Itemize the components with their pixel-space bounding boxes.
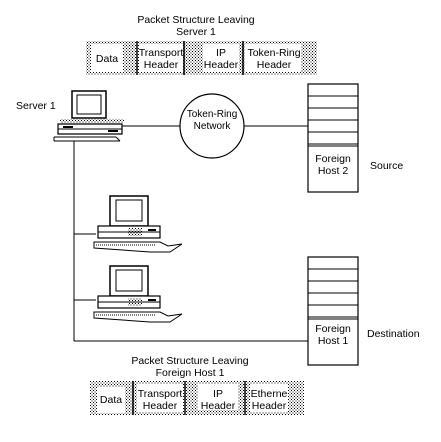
bottom-segment-ethernet-label: Etherne Header: [250, 388, 288, 412]
top-segment-data-label: Data: [95, 53, 119, 65]
foreign-host-1-label: Foreign Host 1: [315, 323, 351, 347]
bottom-segment-ip-box: [198, 384, 238, 410]
bottom-segment-ethernet-box: [250, 384, 288, 412]
bottom-segment-transport-box: [137, 384, 183, 412]
top-packet-title: Packet Structure Leaving Server 1: [137, 14, 255, 38]
foreign-host-2-rack: [307, 83, 359, 193]
top-segment-data-box: [91, 44, 123, 72]
top-segment-ip-label: IP Header: [203, 47, 239, 71]
network-label: Token-Ring Network: [186, 109, 238, 132]
bottom-segment-transport-label: Transport Header: [137, 388, 183, 412]
bottom-packet: [90, 381, 304, 415]
workstation-2-icon: [93, 265, 183, 323]
destination-label: Destination: [367, 328, 420, 340]
top-segment-ip-box: [203, 44, 239, 72]
bottom-segment-data-label: Data: [99, 394, 123, 406]
server-computer-icon: [53, 90, 124, 142]
foreign-host-2-label: Foreign Host 2: [315, 153, 351, 177]
source-label: Source: [370, 160, 404, 172]
top-segment-tokenring-box: [245, 44, 301, 72]
top-packet: [86, 41, 317, 75]
top-segment-transport-label: Transport Header: [138, 47, 184, 71]
bottom-packet-title: Packet Structure Leaving Foreign Host 1: [131, 355, 249, 379]
top-segment-tokenring-label: Token-Ring Header: [247, 47, 301, 71]
token-ring-network-circle: [179, 93, 245, 159]
bottom-segment-data-box: [97, 387, 125, 413]
server-label: Server 1: [16, 100, 56, 112]
foreign-host-1-rack: [307, 256, 359, 366]
bottom-segment-ip-label: IP Header: [200, 388, 236, 412]
workstation-1-icon: [93, 195, 183, 253]
top-segment-transport-box: [139, 44, 183, 72]
